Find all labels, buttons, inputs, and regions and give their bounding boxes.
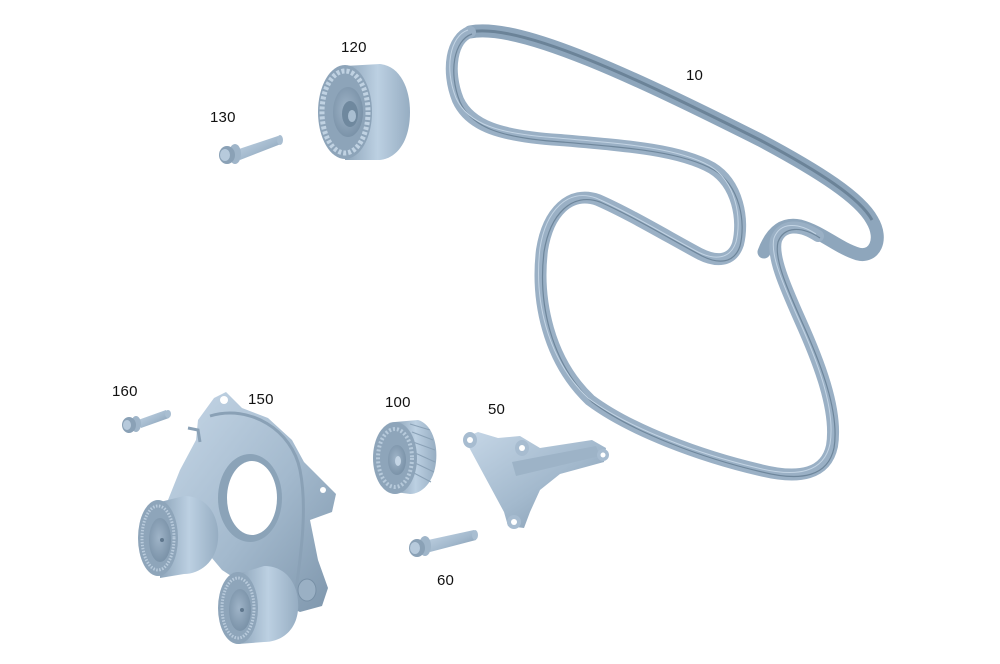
callout-160[interactable]: 160 bbox=[112, 383, 138, 400]
belt-part-10[interactable] bbox=[445, 24, 884, 481]
callout-10[interactable]: 10 bbox=[686, 67, 704, 84]
bolt-part-60[interactable] bbox=[409, 530, 478, 557]
bracket-part-50[interactable] bbox=[463, 432, 609, 529]
tensioner-part-150[interactable] bbox=[138, 392, 336, 644]
bolt-part-130[interactable] bbox=[219, 135, 283, 164]
pulley-part-120[interactable] bbox=[318, 64, 410, 160]
callout-60[interactable]: 60 bbox=[437, 572, 455, 589]
callout-150[interactable]: 150 bbox=[248, 391, 274, 408]
callout-50[interactable]: 50 bbox=[488, 401, 506, 418]
bolt-part-160[interactable] bbox=[122, 410, 171, 433]
pulley-part-100[interactable] bbox=[373, 420, 437, 494]
callout-120[interactable]: 120 bbox=[341, 39, 367, 56]
callout-130[interactable]: 130 bbox=[210, 109, 236, 126]
callout-100[interactable]: 100 bbox=[385, 394, 411, 411]
